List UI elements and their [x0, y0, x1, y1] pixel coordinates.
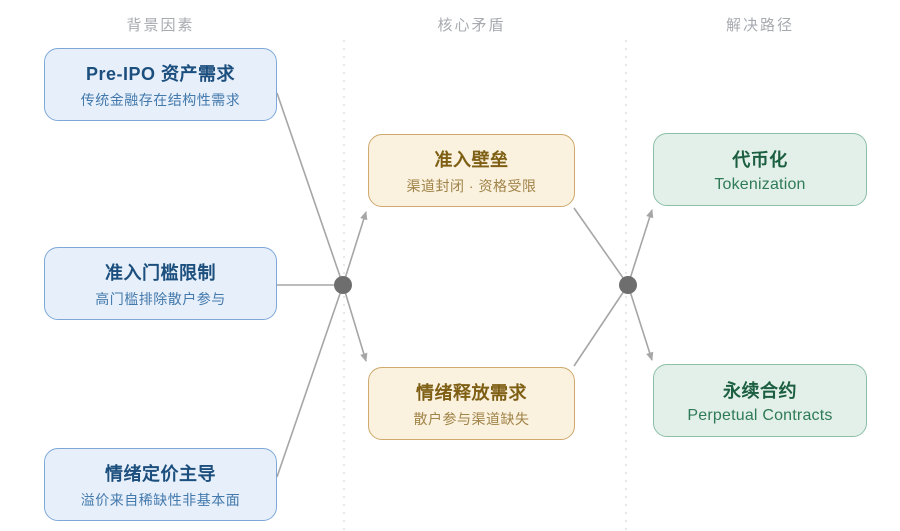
node-access-barrier: 准入壁垒 渠道封闭 · 资格受限 — [368, 134, 575, 207]
node-subtitle: 渠道封闭 · 资格受限 — [406, 177, 537, 194]
column-header-conflict: 核心矛盾 — [437, 17, 506, 34]
node-subtitle: 溢价来自稀缺性非基本面 — [80, 491, 241, 508]
node-title: 情绪释放需求 — [416, 382, 527, 403]
connector-line — [276, 92, 344, 286]
column-header-solution: 解决路径 — [725, 17, 794, 34]
node-subtitle: 高门槛排除散户参与 — [95, 290, 226, 307]
connector-arrow — [342, 211, 368, 286]
node-sentiment-release-demand: 情绪释放需求 散户参与渠道缺失 — [368, 367, 575, 440]
column-header-background: 背景因素 — [126, 17, 195, 34]
junction-dot-left — [334, 276, 352, 294]
connector-line — [276, 284, 344, 478]
node-title: 永续合约 — [723, 380, 797, 401]
connector-arrow — [342, 284, 368, 362]
node-title: 情绪定价主导 — [105, 463, 216, 484]
node-tokenization: 代币化 Tokenization — [653, 133, 867, 206]
node-subtitle: Tokenization — [714, 175, 806, 193]
connector-line — [573, 207, 629, 286]
connector-line — [573, 284, 629, 367]
node-subtitle: 散户参与渠道缺失 — [413, 410, 530, 427]
node-title: 代币化 — [732, 149, 788, 170]
node-title: 准入门槛限制 — [105, 262, 216, 283]
connector-arrow — [627, 209, 654, 286]
node-perpetual-contracts: 永续合约 Perpetual Contracts — [653, 364, 867, 437]
node-title: Pre-IPO 资产需求 — [85, 63, 236, 84]
connector-arrow — [627, 284, 654, 361]
node-sentiment-pricing: 情绪定价主导 溢价来自稀缺性非基本面 — [44, 448, 277, 521]
node-entry-threshold-limit: 准入门槛限制 高门槛排除散户参与 — [44, 247, 277, 320]
node-title: 准入壁垒 — [434, 149, 509, 170]
node-preipo-asset-demand: Pre-IPO 资产需求 传统金融存在结构性需求 — [44, 48, 277, 121]
node-subtitle: Perpetual Contracts — [687, 406, 833, 424]
node-subtitle: 传统金融存在结构性需求 — [80, 91, 241, 108]
junction-dot-right — [619, 276, 637, 294]
